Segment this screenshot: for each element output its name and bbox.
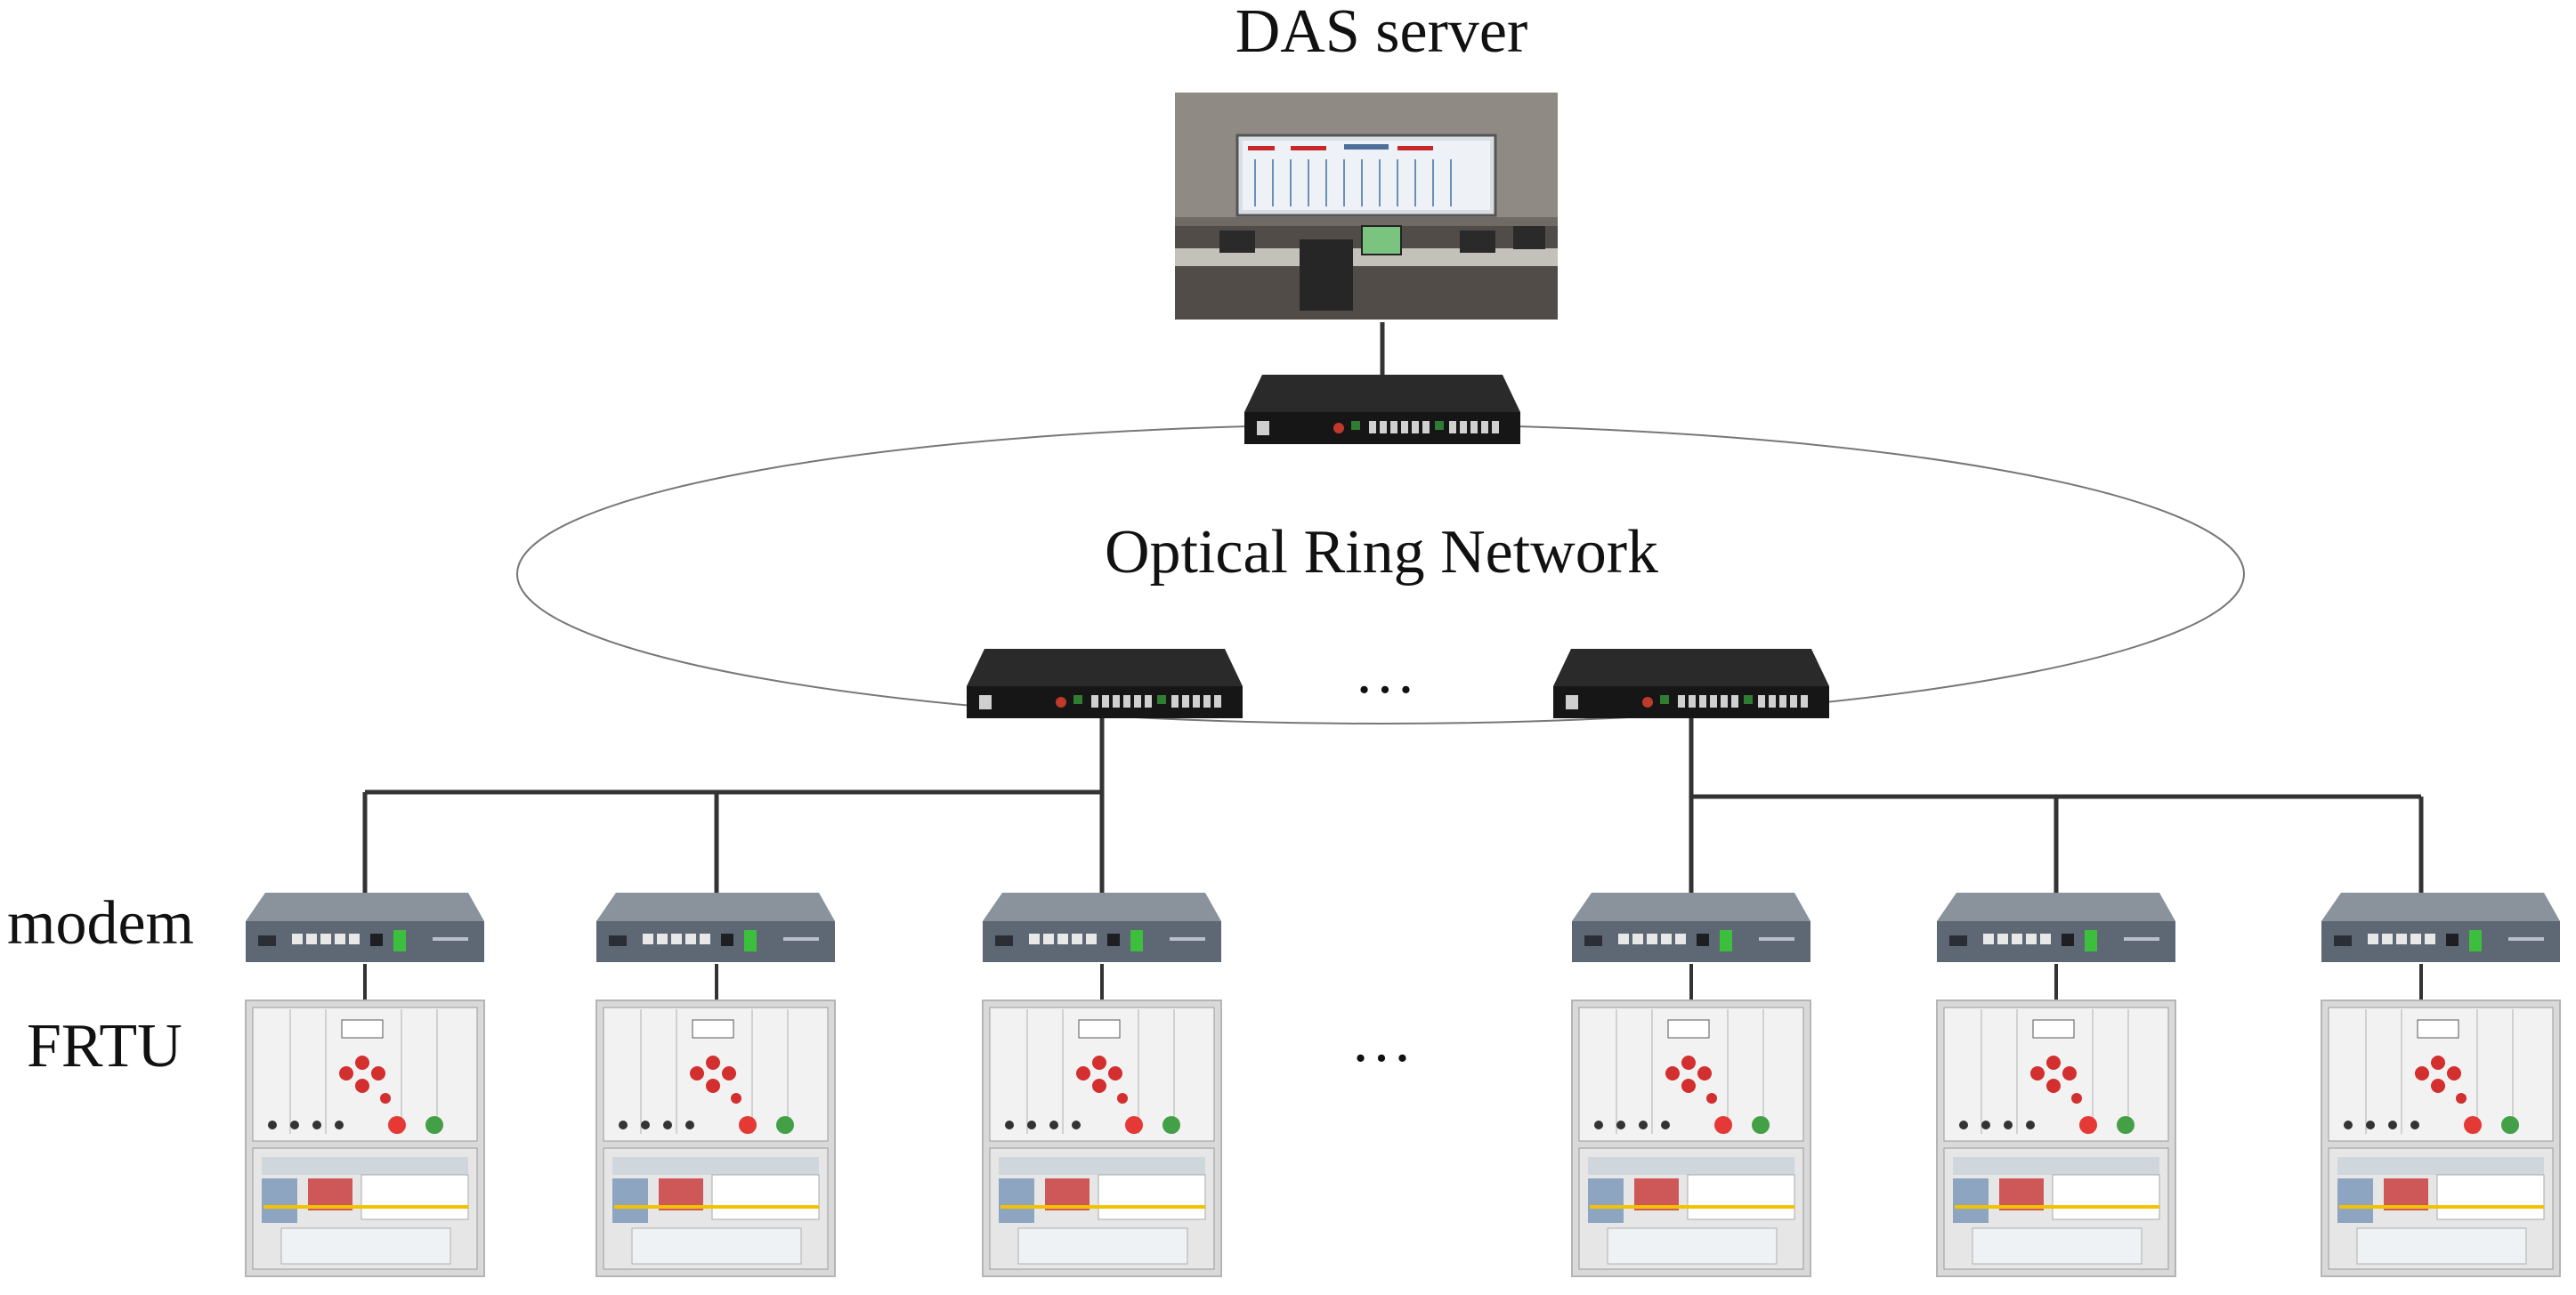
core-fiber-switch-icon bbox=[1244, 375, 1520, 444]
ring-label: Optical Ring Network bbox=[1105, 518, 1658, 587]
frtu-cabinet-icon bbox=[1935, 999, 2177, 1278]
modem-icon bbox=[246, 893, 484, 962]
modem-icon bbox=[596, 893, 835, 962]
frtu-cabinet-icon bbox=[981, 999, 1223, 1278]
modem-label: modem bbox=[7, 889, 194, 958]
frtu-cabinet-icon bbox=[2320, 999, 2562, 1278]
ring-ellipsis: … bbox=[1354, 638, 1416, 707]
modem-icon bbox=[983, 893, 1221, 962]
modem-icon bbox=[1572, 893, 1810, 962]
server-label: DAS server bbox=[1235, 0, 1528, 66]
frtu-cabinet-icon bbox=[1570, 999, 1812, 1278]
modem-icon bbox=[1937, 893, 2175, 962]
ring-switch-left-icon bbox=[967, 649, 1243, 718]
control-room-photo bbox=[1173, 91, 1559, 321]
connection-lines bbox=[362, 322, 2424, 1000]
frtu-label: FRTU bbox=[27, 1012, 182, 1081]
ring-switch-right-icon bbox=[1553, 649, 1829, 718]
modem-icon bbox=[2321, 893, 2560, 962]
frtu-ellipsis: … bbox=[1350, 1007, 1413, 1075]
frtu-cabinet-icon bbox=[244, 999, 486, 1278]
frtu-cabinet-icon bbox=[595, 999, 837, 1278]
modem-row bbox=[246, 893, 2560, 962]
